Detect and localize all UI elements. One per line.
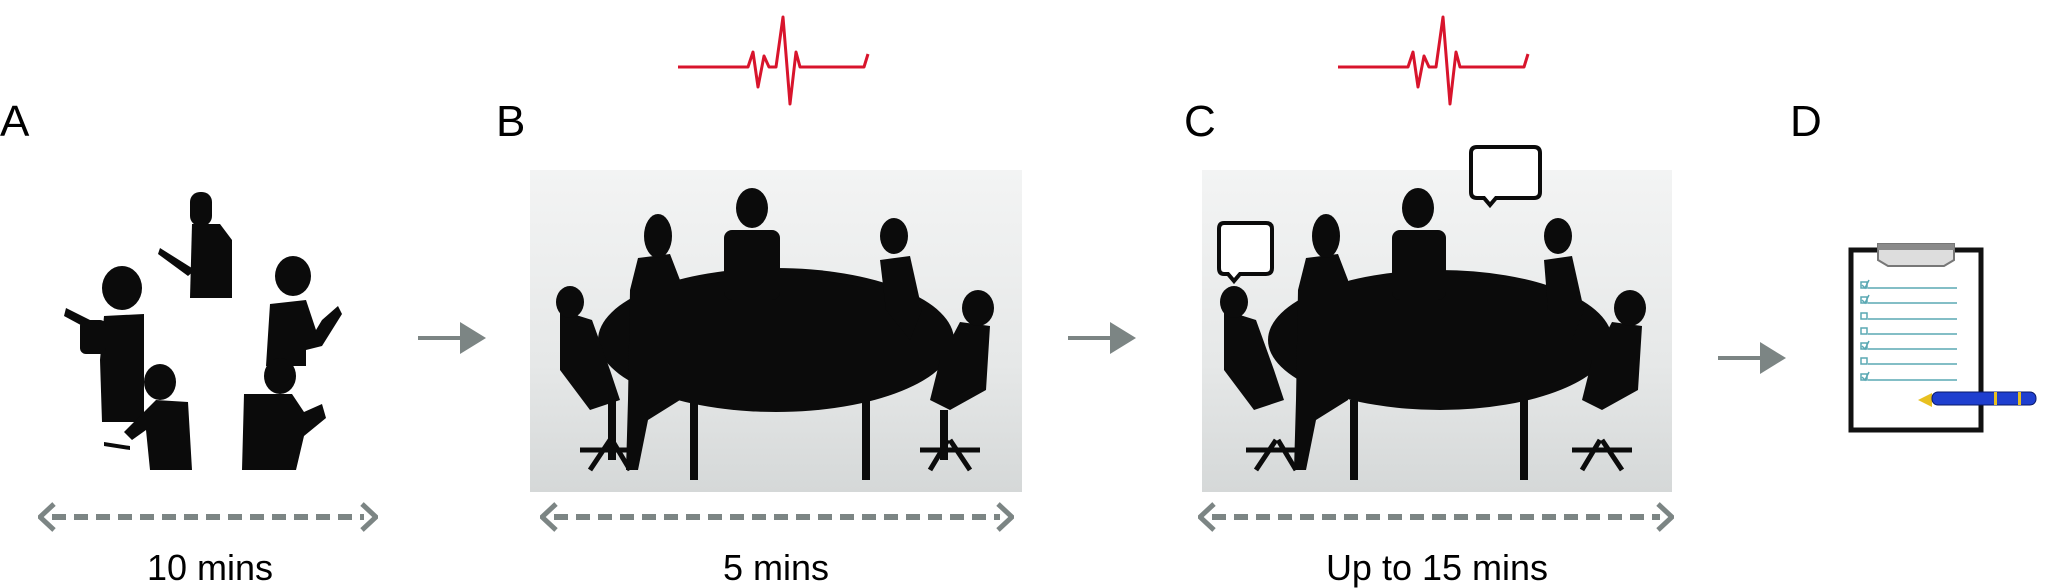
panel-label-a: A <box>0 97 30 146</box>
flow-arrow-icon <box>1068 322 1136 354</box>
people-with-clipboards-illustration <box>60 180 360 470</box>
speech-bubble-icon <box>1217 221 1274 285</box>
flow-arrow-icon <box>1718 342 1786 374</box>
flow-arrow-icon <box>418 322 486 354</box>
round-table-discussion-icon <box>1220 188 1646 480</box>
panel-label-b: B <box>496 97 526 146</box>
duration-arrow-icon <box>540 502 1014 532</box>
duration-label-b: 5 mins <box>722 547 830 588</box>
duration-arrow-icon <box>1198 502 1674 532</box>
round-table-meeting-icon <box>556 188 994 480</box>
duration-label-c: Up to 15 mins <box>1325 547 1549 588</box>
duration-label-a: 10 mins <box>146 547 274 588</box>
speech-bubble-icon <box>1469 145 1542 209</box>
clipboard-checklist-icon <box>1848 243 2037 433</box>
meeting-scene-b <box>530 170 1022 492</box>
panel-label-d: D <box>1790 97 1822 146</box>
heartbeat-icon <box>678 15 870 106</box>
meeting-scene-c <box>1202 170 1672 492</box>
panel-label-c: C <box>1184 97 1216 146</box>
heartbeat-icon <box>1338 15 1530 106</box>
duration-arrow-icon <box>38 502 378 532</box>
